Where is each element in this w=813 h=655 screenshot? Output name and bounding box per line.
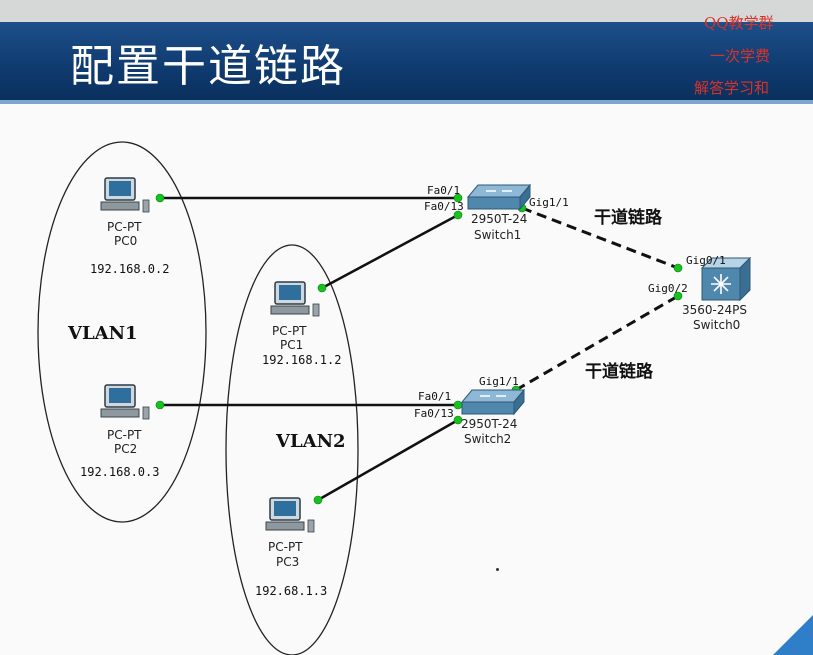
pc3-model: PC-PT [268, 540, 303, 554]
link-pc1-switch1 [321, 213, 459, 290]
stray-dot [496, 568, 499, 571]
pc1-icon [270, 281, 320, 317]
link-dots [155, 193, 683, 505]
side-note-3: 解答学习和 [694, 79, 770, 97]
pc3-name: PC3 [276, 555, 300, 569]
pc0-model: PC-PT [107, 220, 142, 234]
vlan2-label: VLAN2 [276, 431, 346, 452]
vlan1-ellipse [37, 141, 207, 523]
corner-decoration [773, 615, 813, 655]
switch0-port-gig02: Gig0/2 [648, 282, 688, 295]
link-pc3-switch2 [317, 418, 459, 502]
switch2-port-fa013: Fa0/13 [414, 407, 454, 420]
slide-title: 配置干道链路 [70, 41, 346, 92]
switch1-port-fa013: Fa0/13 [424, 200, 464, 213]
switch2-port-fa01: Fa0/1 [418, 390, 452, 403]
switch2-name: Switch2 [464, 432, 512, 446]
pc1-name: PC1 [280, 338, 304, 352]
side-note-1: QQ教学群 [704, 14, 774, 32]
slide-header [0, 22, 813, 102]
switch1-model: 2950T-24 [471, 212, 528, 226]
vlan2-ellipse [225, 244, 359, 655]
switch2-model: 2950T-24 [461, 417, 518, 431]
pc2-name: PC2 [114, 442, 138, 456]
pc2-icon [100, 384, 150, 420]
trunk-label-upper: 干道链路 [594, 208, 662, 228]
trunk-switch1-switch0 [521, 206, 679, 270]
top-strip [0, 0, 813, 22]
pc0-name: PC0 [114, 234, 138, 248]
switch0-port-gig01: Gig0/1 [686, 254, 726, 267]
trunk-label-lower: 干道链路 [585, 362, 653, 382]
switch1-icon [466, 183, 532, 211]
pc2-ip: 192.168.0.3 [80, 465, 160, 479]
pc0-ip: 192.168.0.2 [90, 262, 170, 276]
switch2-port-gig11: Gig1/1 [479, 375, 519, 388]
switch0-model: 3560-24PS [682, 303, 747, 317]
switch1-name: Switch1 [474, 228, 522, 242]
header-underline [0, 100, 813, 104]
pc3-ip: 192.68.1.3 [255, 584, 328, 598]
switch0-name: Switch0 [693, 318, 741, 332]
side-note-2: 一次学费 [710, 47, 771, 65]
switch2-icon [460, 388, 526, 416]
pc3-icon [265, 497, 315, 533]
switch1-port-fa01: Fa0/1 [427, 184, 461, 197]
pc2-model: PC-PT [107, 428, 142, 442]
pc1-model: PC-PT [272, 324, 307, 338]
pc0-icon [100, 177, 150, 213]
pc1-ip: 192.168.1.2 [262, 353, 342, 367]
switch1-port-gig11: Gig1/1 [529, 196, 569, 209]
vlan1-label: VLAN1 [68, 323, 138, 344]
switch0-icon [700, 256, 752, 302]
